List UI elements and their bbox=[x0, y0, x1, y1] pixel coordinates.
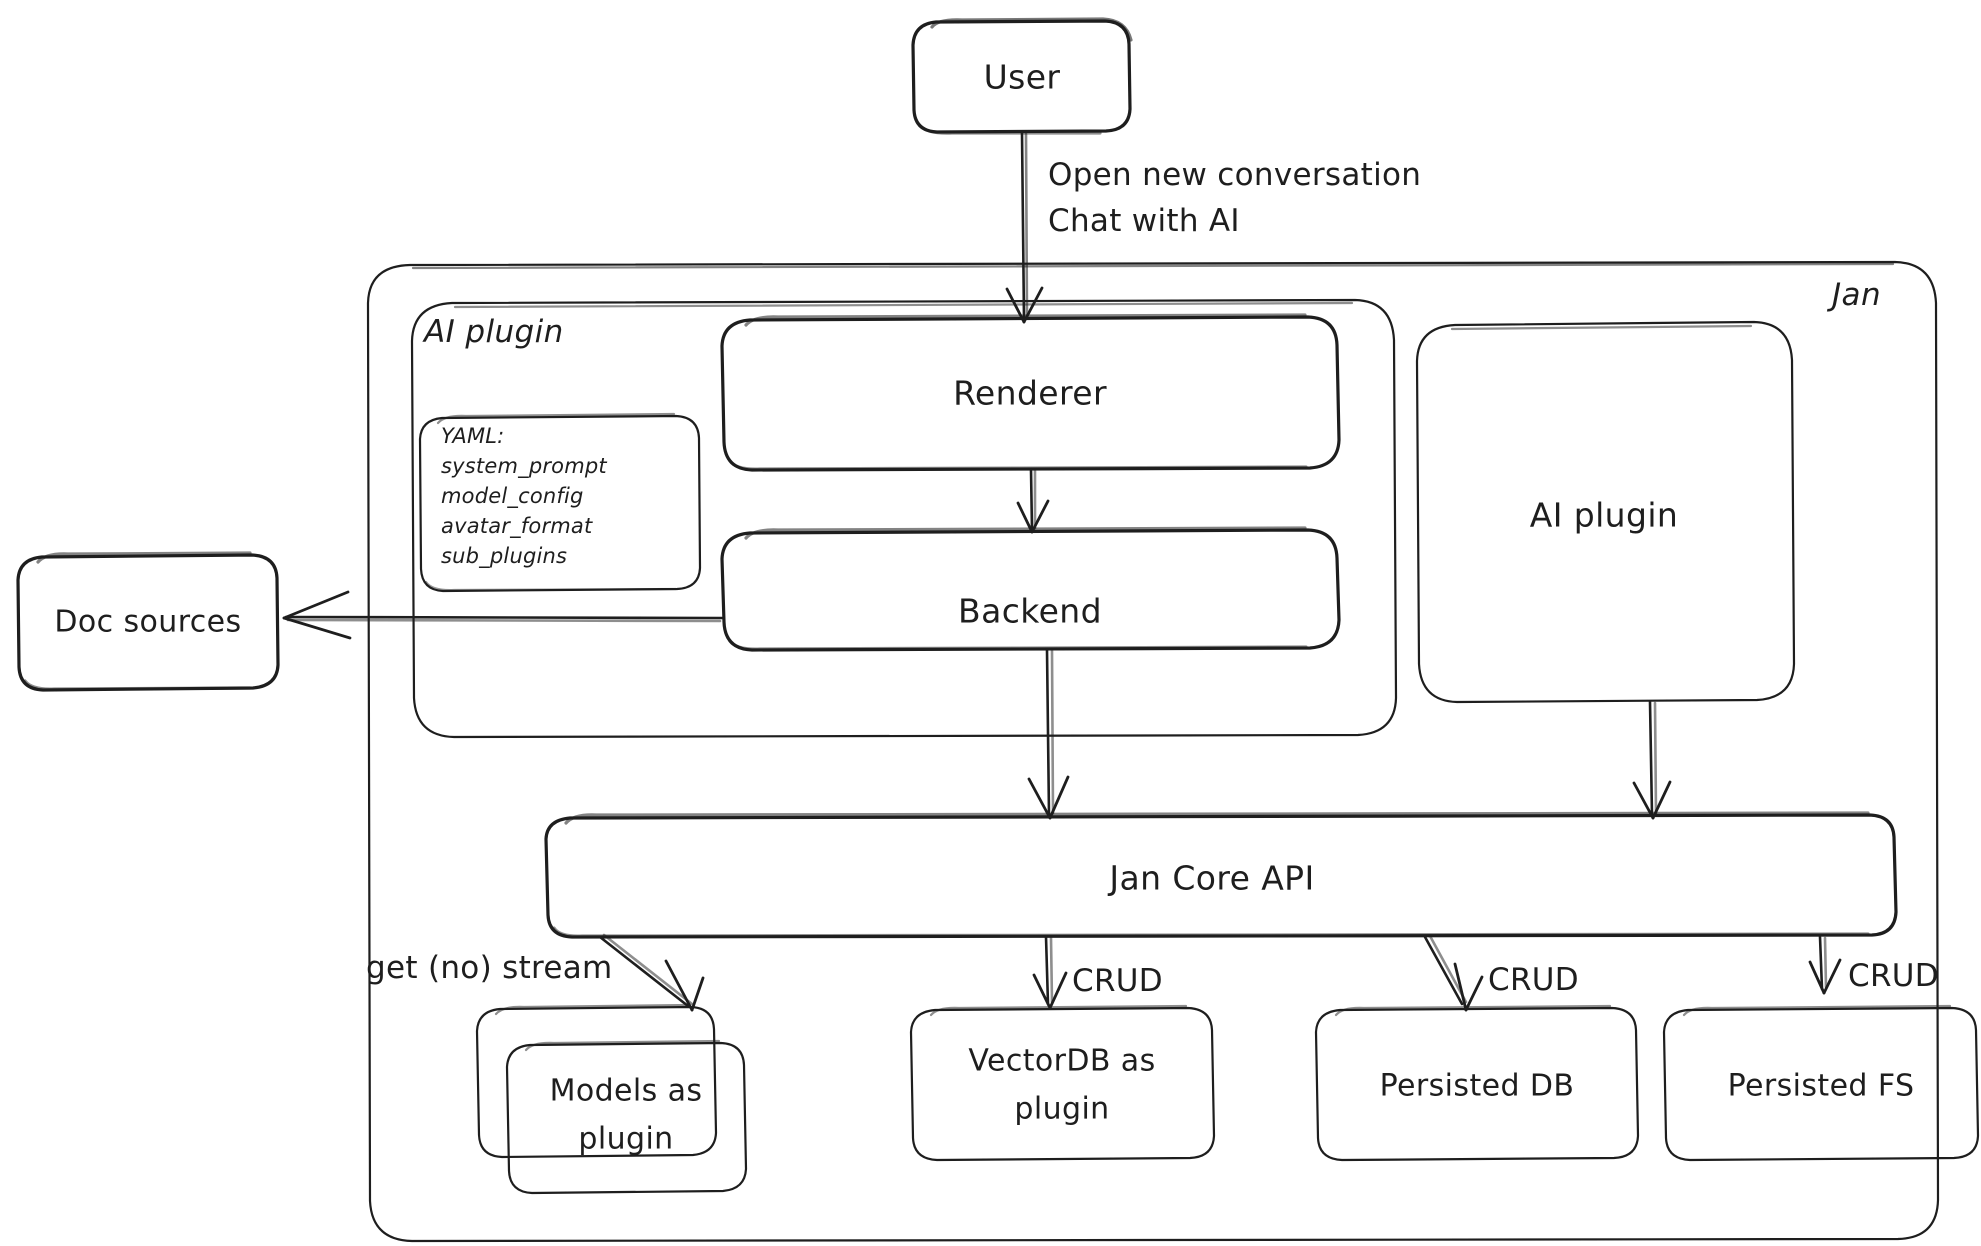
container-jan[interactable]: Jan bbox=[366, 260, 1940, 1243]
yaml-note-item-3: sub_plugins bbox=[441, 544, 567, 569]
node-models-plugin-label-line1: Models as bbox=[550, 1074, 703, 1109]
edge-core-api-to-persisted-db: CRUD bbox=[1423, 934, 1579, 1012]
container-jan-label: Jan bbox=[1826, 277, 1881, 313]
yaml-note-item-0: system_prompt bbox=[441, 454, 607, 479]
node-backend-label: Backend bbox=[958, 592, 1102, 631]
node-doc-sources-label: Doc sources bbox=[54, 605, 241, 640]
node-backend[interactable]: Backend bbox=[720, 526, 1341, 652]
yaml-note[interactable]: YAML: system_prompt model_config avatar_… bbox=[418, 412, 702, 593]
edge-backend-to-doc-sources bbox=[282, 590, 724, 640]
node-user[interactable]: User bbox=[911, 17, 1133, 135]
yaml-note-item-2: avatar_format bbox=[441, 514, 593, 539]
node-persisted-fs[interactable]: Persisted FS bbox=[1662, 1004, 1980, 1162]
node-doc-sources[interactable]: Doc sources bbox=[16, 551, 280, 692]
node-vectordb-plugin[interactable]: VectorDB as plugin bbox=[909, 1004, 1216, 1162]
node-persisted-db-label: Persisted DB bbox=[1380, 1069, 1575, 1104]
edge-core-api-to-models-plugin: get (no) stream bbox=[366, 933, 705, 1012]
edge-user-to-renderer: Open new conversation Chat with AI bbox=[1005, 131, 1421, 324]
edge-core-api-to-persisted-db-label: CRUD bbox=[1488, 962, 1579, 998]
yaml-note-item-1: model_config bbox=[441, 484, 584, 509]
edge-core-api-to-vectordb-plugin: CRUD bbox=[1032, 935, 1163, 1010]
edge-user-to-renderer-label-line2: Chat with AI bbox=[1048, 203, 1240, 239]
node-renderer[interactable]: Renderer bbox=[720, 313, 1341, 472]
edge-core-api-to-persisted-fs-label: CRUD bbox=[1848, 958, 1939, 994]
node-vectordb-plugin-label-line1: VectorDB as bbox=[968, 1044, 1155, 1079]
edge-backend-to-core-api bbox=[1027, 648, 1070, 820]
node-ai-plugin-label: AI plugin bbox=[1530, 496, 1678, 535]
edge-renderer-to-backend bbox=[1016, 468, 1050, 534]
node-user-label: User bbox=[984, 58, 1061, 97]
edge-user-to-renderer-label-line1: Open new conversation bbox=[1048, 157, 1421, 193]
node-jan-core-api-label: Jan Core API bbox=[1107, 859, 1314, 898]
edge-ai-plugin-to-core-api bbox=[1632, 700, 1672, 820]
node-ai-plugin[interactable]: AI plugin bbox=[1415, 320, 1796, 704]
node-models-plugin[interactable]: Models as plugin bbox=[475, 1003, 748, 1195]
container-ai-plugin-group[interactable]: AI plugin bbox=[410, 298, 1398, 739]
edge-core-api-to-vectordb-plugin-label: CRUD bbox=[1072, 963, 1163, 999]
node-renderer-label: Renderer bbox=[953, 374, 1107, 413]
node-vectordb-plugin-label-line2: plugin bbox=[1014, 1092, 1109, 1127]
node-jan-core-api[interactable]: Jan Core API bbox=[544, 811, 1898, 939]
node-persisted-fs-label: Persisted FS bbox=[1728, 1069, 1915, 1104]
node-models-plugin-label-line2: plugin bbox=[578, 1122, 673, 1157]
edge-core-api-to-persisted-fs: CRUD bbox=[1808, 935, 1939, 995]
node-persisted-db[interactable]: Persisted DB bbox=[1314, 1004, 1640, 1162]
edge-core-api-to-models-plugin-label: get (no) stream bbox=[366, 950, 613, 986]
container-ai-plugin-group-label: AI plugin bbox=[422, 314, 564, 350]
yaml-note-header: YAML: bbox=[441, 424, 504, 448]
